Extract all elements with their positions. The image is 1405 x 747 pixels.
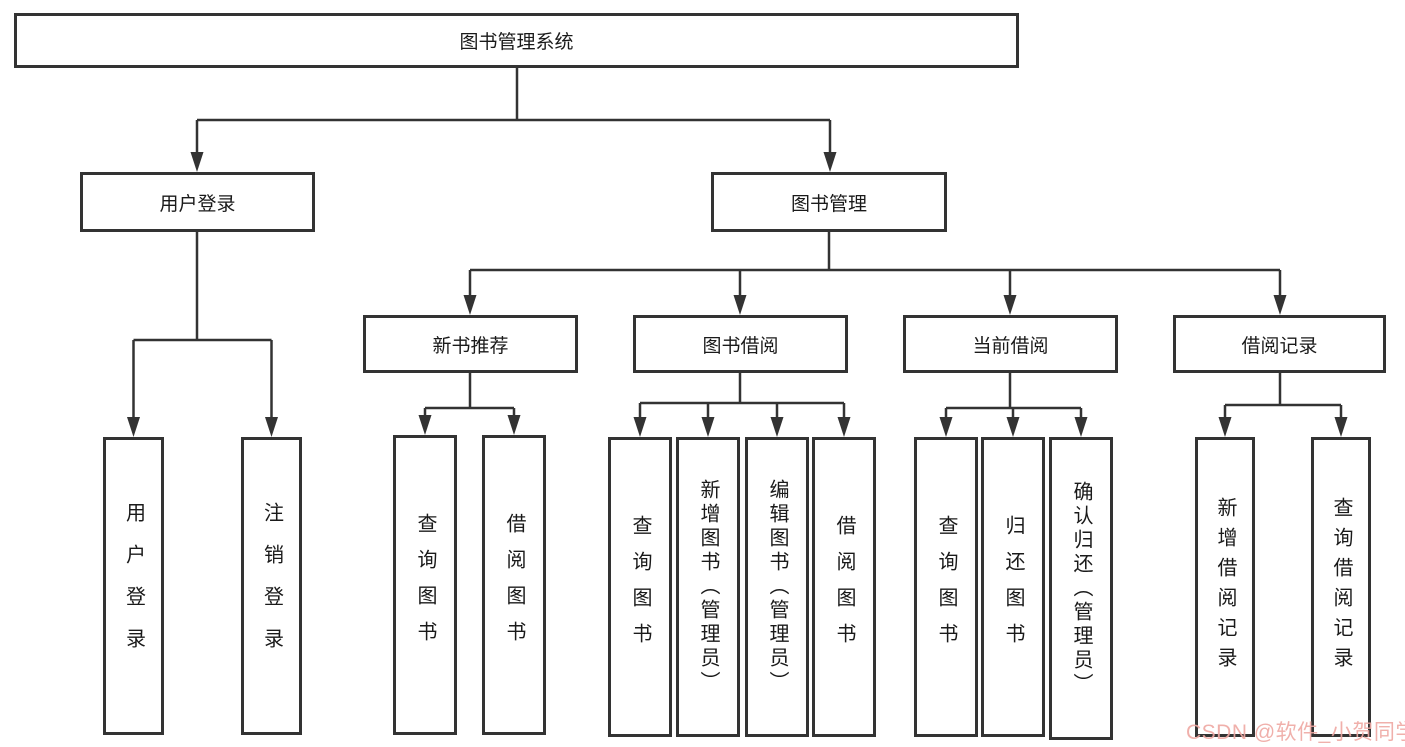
csdn-watermark: CSDN @软件_小贺同学 — [1186, 721, 1405, 744]
leaf-borrow-books-recommend: 借阅图书 — [482, 435, 546, 735]
leaf-query-books-borrow-label: 查询图书 — [629, 515, 651, 659]
node-user-login-module: 用户登录 — [80, 172, 315, 232]
leaf-query-books-current: 查询图书 — [914, 437, 978, 737]
leaf-edit-book-admin: 编辑图书（管理员） — [745, 437, 809, 737]
leaf-return-book: 归还图书 — [981, 437, 1045, 737]
leaf-confirm-return-admin: 确认归还（管理员） — [1049, 437, 1113, 740]
leaf-return-book-label: 归还图书 — [1002, 515, 1024, 659]
leaf-logout-label: 注销登录 — [260, 502, 283, 670]
leaf-query-books-borrow: 查询图书 — [608, 437, 672, 737]
leaf-query-borrow-record-label: 查询借阅记录 — [1330, 497, 1352, 677]
leaf-borrow-books-recommend-label: 借阅图书 — [503, 513, 525, 657]
leaf-add-borrow-record-label: 新增借阅记录 — [1214, 497, 1236, 677]
leaf-query-borrow-record: 查询借阅记录 — [1311, 437, 1371, 737]
leaf-borrow-book-label: 借阅图书 — [833, 515, 855, 659]
arrowheads — [127, 152, 1348, 437]
leaf-user-login-label: 用户登录 — [122, 502, 145, 670]
leaf-query-books-current-label: 查询图书 — [935, 515, 957, 659]
leaf-user-login: 用户登录 — [103, 437, 164, 735]
leaf-logout: 注销登录 — [241, 437, 302, 735]
leaf-query-books-recommend-label: 查询图书 — [414, 513, 436, 657]
node-book-management-module: 图书管理 — [711, 172, 947, 232]
leaf-add-borrow-record: 新增借阅记录 — [1195, 437, 1255, 737]
leaf-add-book-admin-label: 新增图书（管理员） — [697, 479, 719, 695]
node-book-borrow: 图书借阅 — [633, 315, 848, 373]
node-new-book-recommend: 新书推荐 — [363, 315, 578, 373]
leaf-edit-book-admin-label: 编辑图书（管理员） — [766, 479, 788, 695]
leaf-add-book-admin: 新增图书（管理员） — [676, 437, 740, 737]
leaf-confirm-return-admin-label: 确认归还（管理员） — [1070, 480, 1092, 697]
node-borrow-records: 借阅记录 — [1173, 315, 1386, 373]
leaf-borrow-book: 借阅图书 — [812, 437, 876, 737]
node-library-management-system: 图书管理系统 — [14, 13, 1019, 68]
node-current-borrow: 当前借阅 — [903, 315, 1118, 373]
leaf-query-books-recommend: 查询图书 — [393, 435, 457, 735]
